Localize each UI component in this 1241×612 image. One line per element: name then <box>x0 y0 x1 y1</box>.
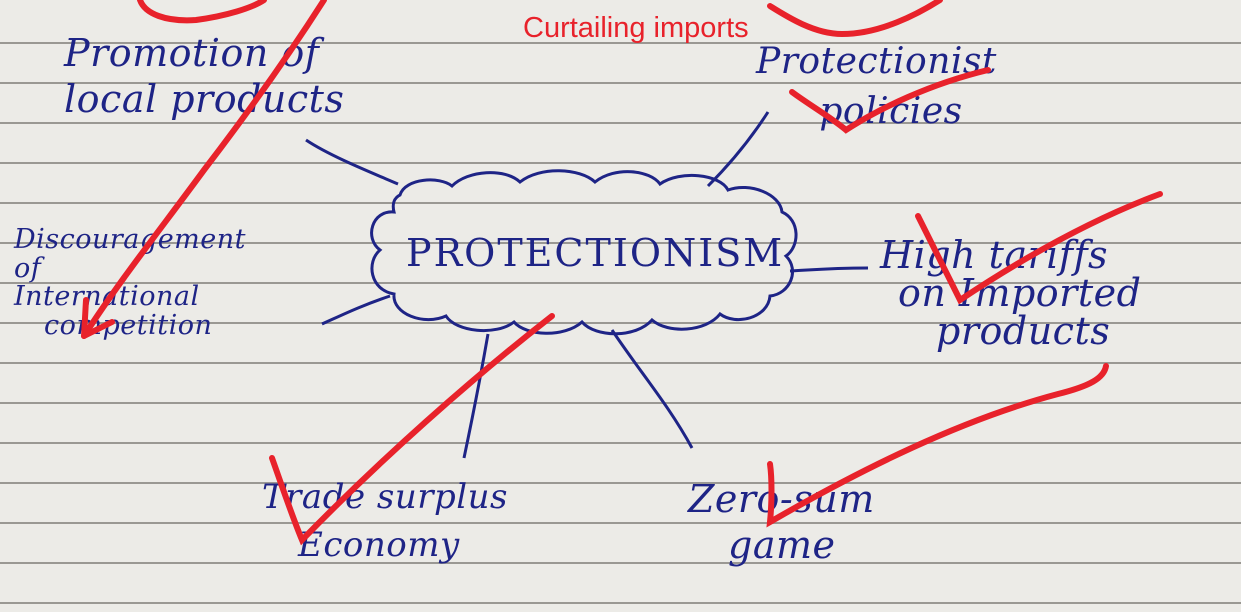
node-discouragement-line4: competition <box>44 309 213 341</box>
node-surplus-line2: Economy <box>298 525 460 565</box>
node-surplus-line1: Trade surplus <box>262 477 508 517</box>
node-discouragement-line1: Discouragement <box>14 224 246 255</box>
node-promotion: Promotion of local products <box>64 34 344 118</box>
marker-stroke-top-left <box>137 0 267 24</box>
node-discouragement-line2: of <box>14 252 42 284</box>
connector-surplus <box>462 333 490 459</box>
connector-zerosum <box>610 329 694 449</box>
marker-stroke-diagonal-left <box>81 0 327 339</box>
marker-check-tariffs <box>915 191 1163 305</box>
node-protectionist-line2: policies <box>819 91 963 132</box>
node-zerosum-line2: game <box>728 523 836 567</box>
node-tariffs-line2: on Imported <box>898 271 1142 315</box>
node-tariffs: High tariffs on Imported products <box>880 236 1141 350</box>
node-tariffs-line3: products <box>936 309 1111 353</box>
node-tariffs-line1: High tariffs <box>880 233 1109 277</box>
connector-promotion <box>305 138 399 186</box>
node-surplus: Trade surplus Economy <box>262 480 508 562</box>
node-discouragement: Discouragement of International competit… <box>14 224 246 341</box>
node-protectionist: Protectionist policies <box>756 41 997 132</box>
central-topic: PROTECTIONISM <box>406 231 785 275</box>
central-cloud-outline <box>370 169 798 336</box>
marker-arrowhead-left <box>81 297 115 339</box>
node-protectionist-line1: Protectionist <box>756 41 997 82</box>
node-promotion-line1: Promotion of <box>64 31 320 75</box>
connector-protectionist <box>706 111 770 188</box>
marker-check-top-right <box>767 0 943 38</box>
node-zerosum: Zero-sum game <box>688 480 875 564</box>
node-zerosum-line1: Zero-sum <box>688 477 875 521</box>
node-promotion-line2: local products <box>64 77 345 121</box>
marker-check-surplus <box>269 313 555 546</box>
connector-discouragement <box>321 294 391 326</box>
annotation-text: Curtailing imports <box>523 12 749 44</box>
marker-check-zerosum <box>766 363 1109 528</box>
connector-tariffs <box>789 266 869 273</box>
marker-check-protectionist <box>789 67 991 134</box>
